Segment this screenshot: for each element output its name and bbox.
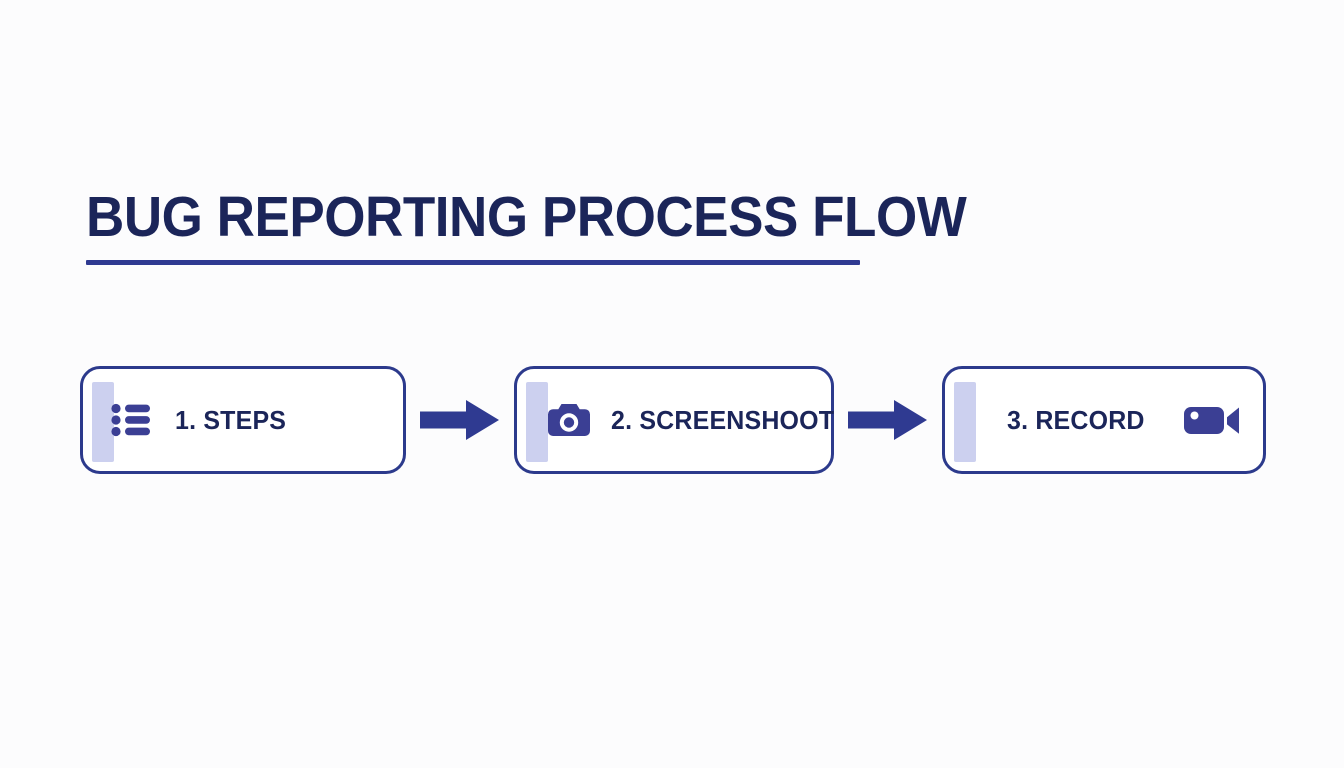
card-content: 1. STEPS — [83, 403, 403, 437]
arrow-right-icon — [420, 398, 500, 442]
flow-step-2-label: 2. SCREENSHOOT — [611, 404, 835, 435]
title-block: BUG REPORTING PROCESS FLOW — [86, 185, 967, 265]
arrow-right-icon — [848, 398, 928, 442]
list-icon — [111, 403, 151, 437]
card-content: 3. RECORD — [945, 401, 1263, 439]
process-flow-diagram: 1. STEPS 2. SCREENSHOOT — [80, 366, 1266, 474]
page-title: BUG REPORTING PROCESS FLOW — [86, 185, 967, 249]
flow-step-3-record[interactable]: 3. RECORD — [942, 366, 1266, 474]
flow-step-1-steps[interactable]: 1. STEPS — [80, 366, 406, 474]
flow-step-2-screenshoot[interactable]: 2. SCREENSHOOT — [514, 366, 834, 474]
title-underline — [86, 260, 860, 265]
card-content: 2. SCREENSHOOT — [517, 401, 844, 439]
camera-icon — [547, 401, 591, 439]
card-accent-bar — [954, 382, 976, 462]
video-camera-icon — [1183, 401, 1241, 439]
card-accent-bar — [92, 382, 114, 462]
flow-step-3-label: 3. RECORD — [1007, 404, 1145, 435]
flow-step-1-label: 1. STEPS — [175, 404, 287, 435]
card-accent-bar — [526, 382, 548, 462]
